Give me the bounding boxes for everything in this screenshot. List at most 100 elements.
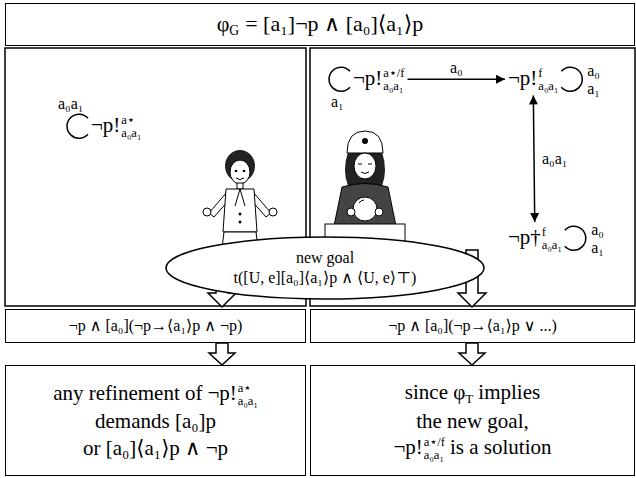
formula-box: ¬p ∧ [a₀](¬p→⟨a₁⟩p ∨ ...)	[310, 309, 635, 343]
drawing-part	[347, 208, 355, 216]
drawing-part	[239, 213, 242, 216]
formula-text: a₀a₁	[238, 395, 258, 408]
drawing-part	[334, 184, 396, 227]
formula-text: a⋆/f	[383, 67, 404, 80]
drawing-part	[243, 170, 246, 173]
edge-label: a₀a₁	[585, 62, 602, 97]
formula-text: f	[538, 67, 558, 80]
formula-text: G	[229, 23, 239, 38]
index-stack: fa₀a₁	[542, 226, 562, 252]
formula-text: a₀a₁	[542, 239, 562, 252]
index-stack: a⋆/fa₀a₁	[424, 436, 445, 462]
drawing-part	[203, 208, 211, 216]
ellipse-shape	[166, 237, 484, 299]
state-node: ¬p!a⋆a₀a₁	[88, 110, 144, 142]
conclusion-box: any refinement of¬p!a⋆a₀a₁ demands [a₀]p o…	[5, 365, 306, 476]
formula-text: implies	[478, 380, 540, 404]
formula-text: is a solution	[450, 435, 552, 459]
connector	[529, 95, 539, 222]
connector	[459, 343, 485, 365]
drawing-part	[230, 160, 250, 184]
formula-text: ¬p†	[508, 225, 541, 249]
formula-text: ¬p ∧ [a₀](¬p→⟨a₁⟩p ∧ ¬p)	[69, 317, 243, 334]
drawing-part	[375, 208, 383, 216]
edge-label: a₀a₁	[589, 221, 606, 256]
formula-text: a₀a₁	[383, 80, 404, 93]
text-line: ¬p!a⋆a₀a₁	[91, 112, 141, 140]
edge-label: a₁	[330, 93, 345, 111]
edge-label: a₀a₁	[57, 95, 84, 113]
index-stack: a⋆a₀a₁	[238, 382, 258, 408]
state-node: ¬p†fa₀a₁	[505, 222, 565, 254]
edge-label: a₀	[449, 59, 464, 77]
connector	[561, 67, 582, 91]
arrow-head	[530, 213, 539, 222]
drawing-part	[235, 170, 238, 173]
drawing-part	[239, 221, 242, 224]
self-loop	[565, 226, 586, 250]
text-line: ¬p ∧ [a₀](¬p→⟨a₁⟩p ∧ ¬p)	[69, 316, 243, 336]
formula-text: ¬p!	[207, 381, 236, 405]
formula-text: a₀a₁	[538, 80, 558, 93]
state-node: ¬p!fa₀a₁	[505, 63, 561, 95]
text-line: ¬p†fa₀a₁	[508, 224, 562, 252]
formula-band: φG = [a₁]¬p ∧ [a₀]⟨a₁⟩p	[5, 3, 635, 46]
ellipse-outline	[165, 236, 485, 300]
arrow-head	[496, 75, 505, 84]
formula-text: ¬p!	[353, 66, 382, 90]
formula-text: T	[465, 391, 473, 406]
formula-text: f	[542, 226, 562, 239]
formula-box: ¬p ∧ [a₀](¬p→⟨a₁⟩p ∧ ¬p)	[5, 309, 306, 343]
formula-text: ¬p!	[508, 66, 537, 90]
formula-text: a₀a₁	[424, 449, 445, 462]
text-line: the new goal,	[416, 408, 529, 434]
arrow-head	[529, 95, 538, 104]
text-line: t([U, e][a₀]⟨a₁⟩p ∧ ⟨U, e⟩⊤)	[234, 268, 417, 288]
formula-text: = [a₁]¬p ∧ [a₀]⟨a₁⟩p	[245, 11, 423, 36]
formula-text: the new goal,	[416, 409, 529, 433]
formula-text: or [a₀]⟨a₁⟩p ∧ ¬p	[83, 436, 228, 460]
transition-arrow	[408, 78, 505, 80]
formula-text: φ	[217, 11, 230, 36]
drawing-part	[237, 183, 243, 189]
formula-text: t([U, e][a₀]⟨a₁⟩p ∧ ⟨U, e⟩⊤)	[234, 269, 417, 286]
formula-text: ¬p!	[393, 435, 422, 459]
transition-arrow	[533, 95, 534, 222]
hollow-arrow	[459, 343, 485, 365]
drawing-part	[235, 189, 245, 206]
drawing-part	[223, 189, 257, 232]
formula-text: a⋆/f	[424, 436, 445, 449]
formula-text: a⋆	[121, 114, 141, 127]
index-stack: a⋆a₀a₁	[121, 114, 141, 140]
formula-text: any refinement of	[53, 381, 202, 405]
self-loop	[329, 67, 350, 91]
index-stack: a⋆/fa₀a₁	[383, 67, 404, 93]
self-loop	[561, 67, 582, 91]
formula-text: since φ	[405, 380, 466, 404]
text-line: new goal	[296, 248, 354, 268]
text-line: demands [a₀]p	[95, 408, 216, 434]
edge-label: a₀a₁	[541, 150, 568, 168]
text-line: ¬p!fa₀a₁	[508, 65, 558, 93]
text-line: ¬p!a⋆/fa₀a₁	[353, 65, 405, 93]
index-stack: fa₀a₁	[538, 67, 558, 93]
connector	[329, 67, 350, 91]
drawing-part	[358, 164, 372, 174]
connector	[565, 226, 586, 250]
connector	[67, 114, 88, 138]
formula-text: ¬p ∧ [a₀](¬p→⟨a₁⟩p ∨ ...)	[388, 317, 557, 334]
formula-text: ¬p!	[91, 113, 120, 137]
goal-ellipse: new goal t([U, e][a₀]⟨a₁⟩p ∧ ⟨U, e⟩⊤)	[165, 236, 485, 300]
conclusion-box: since φTimpliesthe new goal,¬p!a⋆/fa₀a₁i…	[310, 365, 635, 476]
text-line: φG = [a₁]¬p ∧ [a₀]⟨a₁⟩p	[217, 10, 424, 40]
drawing-part	[236, 178, 244, 180]
drawing-part	[269, 208, 277, 216]
formula-text: demands [a₀]p	[95, 409, 216, 433]
drawing-part	[354, 153, 376, 179]
formula-text: new goal	[296, 249, 354, 266]
connector	[209, 343, 235, 365]
drawing-part	[362, 138, 368, 144]
self-loop	[67, 114, 88, 138]
drawing-part	[347, 131, 383, 153]
text-line: since φTimplies	[405, 379, 540, 408]
